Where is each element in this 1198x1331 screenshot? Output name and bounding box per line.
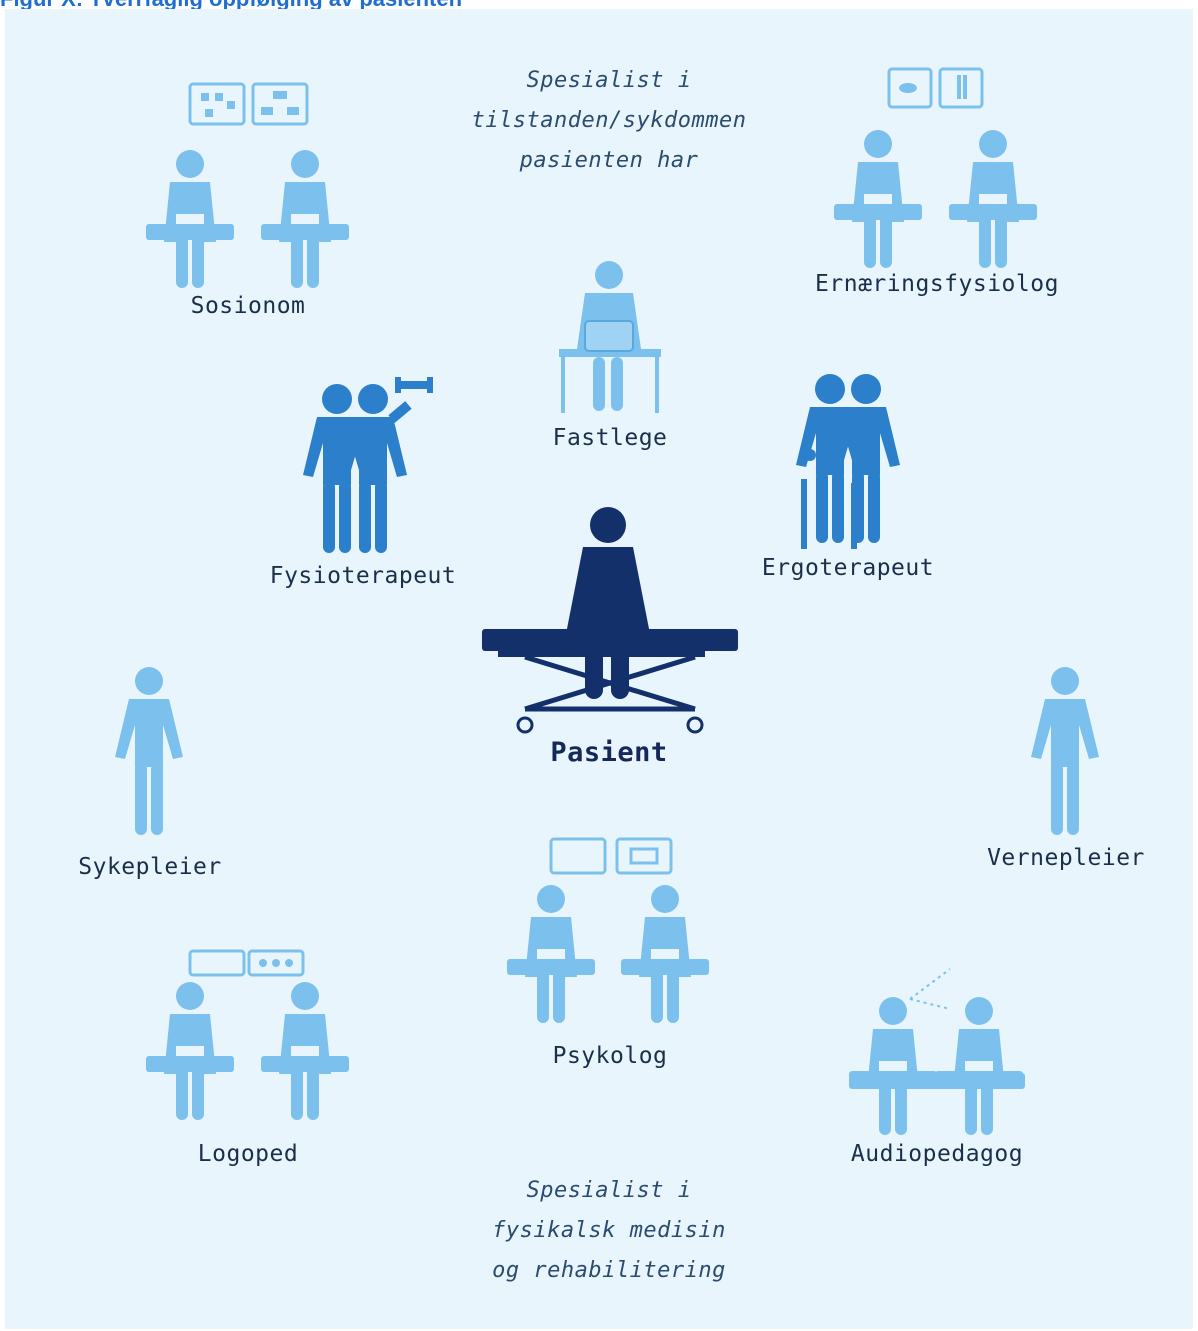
ernaeringsfysiolog-figures <box>834 67 1037 268</box>
logoped-label: Logoped <box>197 1141 299 1167</box>
sykepleier-figure <box>115 667 183 835</box>
ernaeringsfysiolog-label: Ernæringsfysiolog <box>815 271 1059 297</box>
fastlege-figure <box>559 261 661 413</box>
fysioterapeut-figures <box>303 377 433 553</box>
fastlege-label: Fastlege <box>552 425 668 451</box>
ergoterapeut-figures <box>796 374 900 549</box>
vernepleier-figure <box>1031 667 1099 835</box>
fysioterapeut-label: Fysioterapeut <box>269 563 457 589</box>
sosionom-label: Sosionom <box>190 293 306 319</box>
clipped-figure-title: Figur X: Tverrfaglig oppfølging av pasie… <box>0 0 1198 12</box>
pasient-figure <box>482 507 738 734</box>
sykepleier-label: Sykepleier <box>78 854 222 880</box>
sosionom-figures <box>146 82 349 288</box>
audiopedagog-label: Audiopedagog <box>850 1141 1024 1167</box>
psykolog-figures <box>507 837 709 1023</box>
psykolog-label: Psykolog <box>552 1043 668 1069</box>
logoped-figures <box>146 949 349 1120</box>
audiopedagog-figures <box>849 968 1025 1135</box>
figures-layer <box>115 67 1099 1135</box>
pasient-label: Pasient <box>550 737 668 768</box>
ergoterapeut-label: Ergoterapeut <box>761 555 935 581</box>
vernepleier-label: Vernepleier <box>987 845 1145 871</box>
